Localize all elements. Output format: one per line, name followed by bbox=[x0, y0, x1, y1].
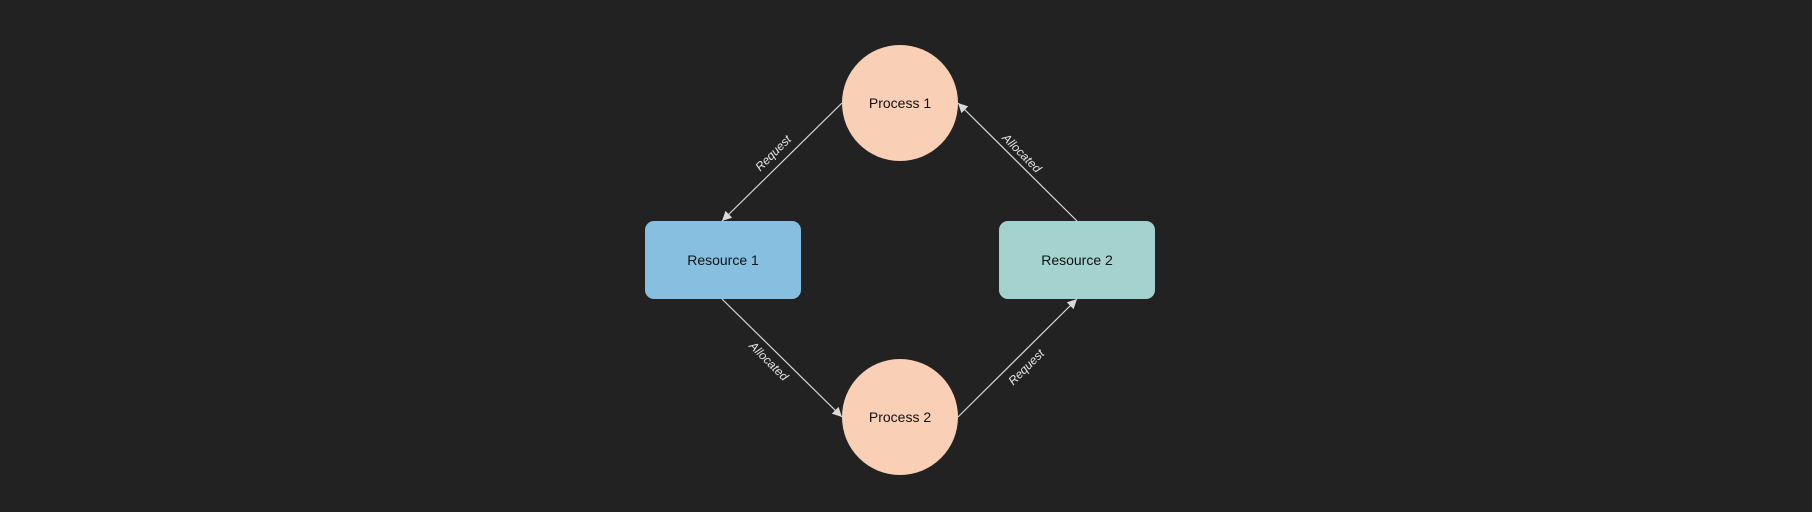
edge-process-1-to-resource-1 bbox=[721, 102, 843, 222]
node-label-resource-2: Resource 2 bbox=[1041, 252, 1113, 268]
node-resource-2: Resource 2 bbox=[999, 221, 1155, 299]
node-resource-1: Resource 1 bbox=[645, 221, 801, 299]
edge-label-p1-r1: Request bbox=[752, 132, 794, 174]
edge-resource-1-to-process-2 bbox=[721, 298, 843, 418]
node-process-1: Process 1 bbox=[842, 45, 958, 161]
node-process-2: Process 2 bbox=[842, 359, 958, 475]
edge-process-2-to-resource-2 bbox=[957, 298, 1078, 418]
edge-label-p2-r2: Request bbox=[1005, 346, 1047, 388]
node-label-process-2: Process 2 bbox=[869, 409, 931, 425]
node-label-resource-1: Resource 1 bbox=[687, 252, 759, 268]
node-label-process-1: Process 1 bbox=[869, 95, 931, 111]
edge-label-r2-p1: Allocated bbox=[999, 130, 1045, 176]
edge-resource-2-to-process-1 bbox=[957, 102, 1078, 222]
